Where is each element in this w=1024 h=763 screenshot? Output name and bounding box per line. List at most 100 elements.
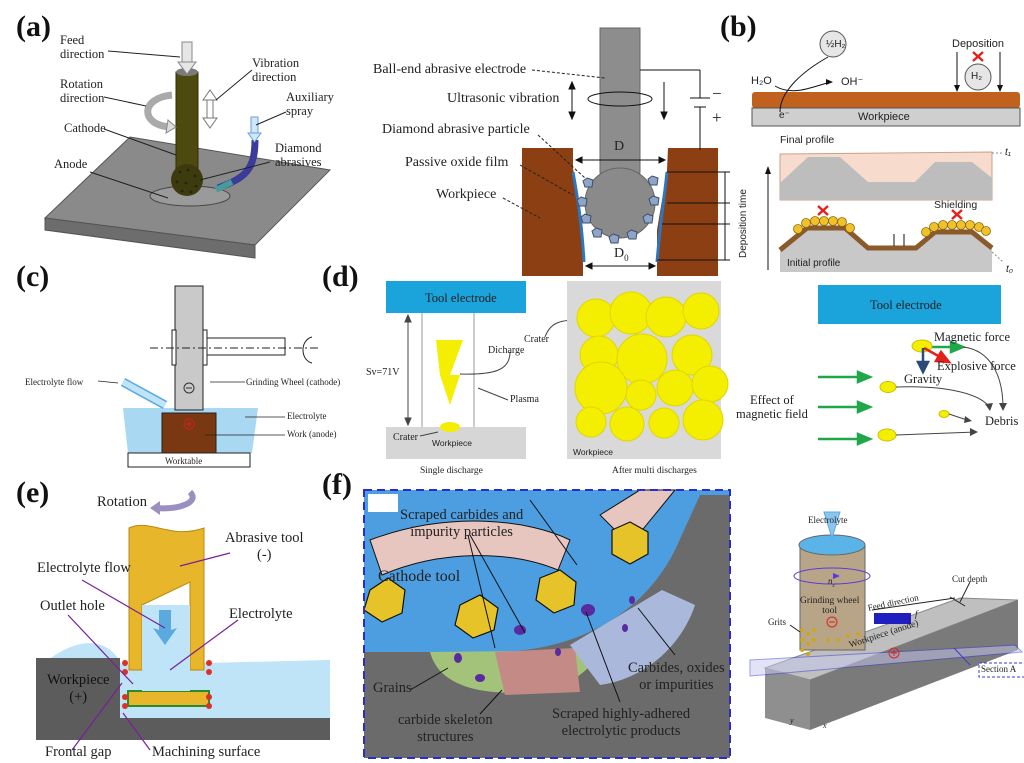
grinding-3d-illustration [749, 511, 1024, 730]
rotation-ring-icon [793, 567, 871, 585]
label-grains: Grains [373, 680, 412, 696]
label-cathode-tool: Cathode tool [378, 568, 461, 585]
label-t0: t₀ [1006, 264, 1013, 275]
passive-oxide-film-right [655, 171, 669, 263]
label-rotation: Rotation [97, 494, 147, 510]
panel-label-a: (a) [16, 10, 51, 43]
label-D: D [614, 139, 625, 154]
label-frontal-gap: Frontal gap [45, 744, 112, 760]
label-deposition-time: Deposition time [738, 189, 749, 258]
panel-label-c: (c) [16, 260, 50, 293]
label-work-anode: Work (anode) [287, 429, 337, 439]
panel-label-e: (e) [16, 476, 50, 509]
explosive-force-arrow [923, 346, 952, 364]
abrasive-grains [363, 521, 649, 639]
label-machining-surface: Machining surface [152, 744, 261, 760]
label-electrolyte-e: Electrolyte [229, 606, 293, 622]
electrolyte-inlet-arrow [823, 511, 841, 540]
dashed-frame [363, 489, 731, 759]
label-feed-direction: Feed direction [60, 33, 105, 62]
workpiece-right-block [657, 148, 718, 276]
carbide-particles [454, 596, 635, 682]
label-debris: Debris [985, 414, 1019, 428]
label-t1: t₁ [1005, 147, 1011, 158]
label-cut-depth: Cut depth [952, 574, 988, 584]
panel-label-b: (b) [720, 10, 757, 43]
abrasive-tool-body [128, 524, 205, 671]
label-scraped-products: Scraped highly-adhered electrolytic prod… [552, 706, 691, 739]
grinding-wheel-cylinder [799, 544, 866, 651]
rotation-icon [302, 336, 313, 364]
label-electron: e⁻ [779, 110, 790, 121]
label-single-discharge: Single discharge [420, 466, 483, 476]
rotation-ellipse-icon [587, 91, 653, 107]
workpiece-region [364, 495, 730, 758]
panel-label-d: (d) [322, 260, 359, 293]
label-crater-left: Crater [393, 432, 418, 443]
spindle-shaft [206, 337, 286, 356]
label-grinding-wheel-c: Grinding Wheel (cathode) [246, 377, 341, 387]
label-gravity: Gravity [904, 372, 943, 386]
label-abrasive-tool: Abrasive tool (-) [225, 530, 304, 563]
label-electrolyte-flow-c: Electrolyte flow [25, 377, 84, 387]
label-outlet-hole: Outlet hole [40, 598, 105, 614]
label-anode: Anode [54, 157, 88, 171]
label-D0-sub: 0 [624, 252, 629, 263]
label-f: f [915, 609, 918, 619]
label-nc-sub: c [832, 582, 836, 589]
panel-a-illustration [43, 41, 332, 259]
label-ball-end-electrode: Ball-end abrasive electrode [373, 62, 527, 77]
label-passive-oxide-film: Passive oxide film [405, 155, 509, 170]
label-section-a: Section A [981, 664, 1017, 674]
anode-slab-front [44, 217, 256, 259]
workpiece-left-block [522, 148, 583, 276]
label-rotation-direction: Rotation direction [60, 77, 105, 106]
label-ultrasonic-vibration: Ultrasonic vibration [447, 91, 560, 106]
label-diamond-abrasives: Diamond abrasives [275, 141, 322, 170]
label-dicharge: Dicharge [488, 345, 525, 356]
ball-end-illustration [502, 27, 730, 276]
label-diamond-particle: Diamond abrasive particle [382, 122, 530, 137]
rotation-arrow-icon [144, 91, 173, 131]
cathode-rod [175, 71, 199, 173]
h2-bubble [964, 63, 992, 91]
label-workpiece-b: Workpiece [858, 111, 910, 123]
label-after-multi: After multi discharges [612, 466, 697, 476]
label-tool-electrode-mag: Tool electrode [870, 298, 942, 312]
label-workpiece-single: Workpiece [432, 438, 472, 448]
tool-electrode-block-2 [818, 285, 1001, 324]
label-minus-terminal: − [712, 84, 722, 103]
deposition-blocked-icon [817, 51, 984, 220]
tool-bottom-plate [127, 690, 210, 707]
label-workpiece-multi: Workpiece [573, 447, 613, 457]
label-deposition: Deposition [952, 38, 1004, 50]
crater-single [440, 422, 460, 432]
craters-grid [574, 291, 729, 442]
label-half-h2: ½H₂ [826, 39, 846, 50]
label-carbides-oxides: Carbides, oxides or impurities [628, 660, 725, 693]
worktable [127, 452, 251, 468]
panel-e-illustration [36, 489, 330, 751]
debris-particles [877, 339, 950, 442]
label-shielding: Shielding [934, 199, 978, 211]
label-scraped-carbides: Scraped carbides and impurity particles [400, 507, 524, 540]
label-D0-main: D [614, 246, 625, 261]
label-h2o: H₂O [751, 75, 772, 87]
deposit-layer [752, 92, 1020, 108]
grits [800, 628, 860, 656]
label-explosive-force: Explosive force [937, 359, 1016, 373]
workpiece-base [751, 107, 1021, 127]
label-worktable: Worktable [165, 456, 203, 466]
label-effect-magnetic: Effect of magnetic field [736, 393, 808, 422]
feed-direction-block [874, 613, 911, 624]
label-tool-electrode-d: Tool electrode [425, 291, 497, 305]
abrasive-ball [584, 167, 656, 239]
feed-arrow-icon [177, 41, 197, 75]
label-vibration-direction: Vibration direction [252, 56, 300, 85]
electrode-shaft [599, 27, 641, 174]
single-workpiece [386, 427, 526, 459]
label-nc-main: n [828, 576, 833, 586]
section-a-plane [749, 644, 1024, 677]
diamond-abrasive-ball [171, 164, 203, 196]
panel-d-illustration [386, 281, 729, 459]
